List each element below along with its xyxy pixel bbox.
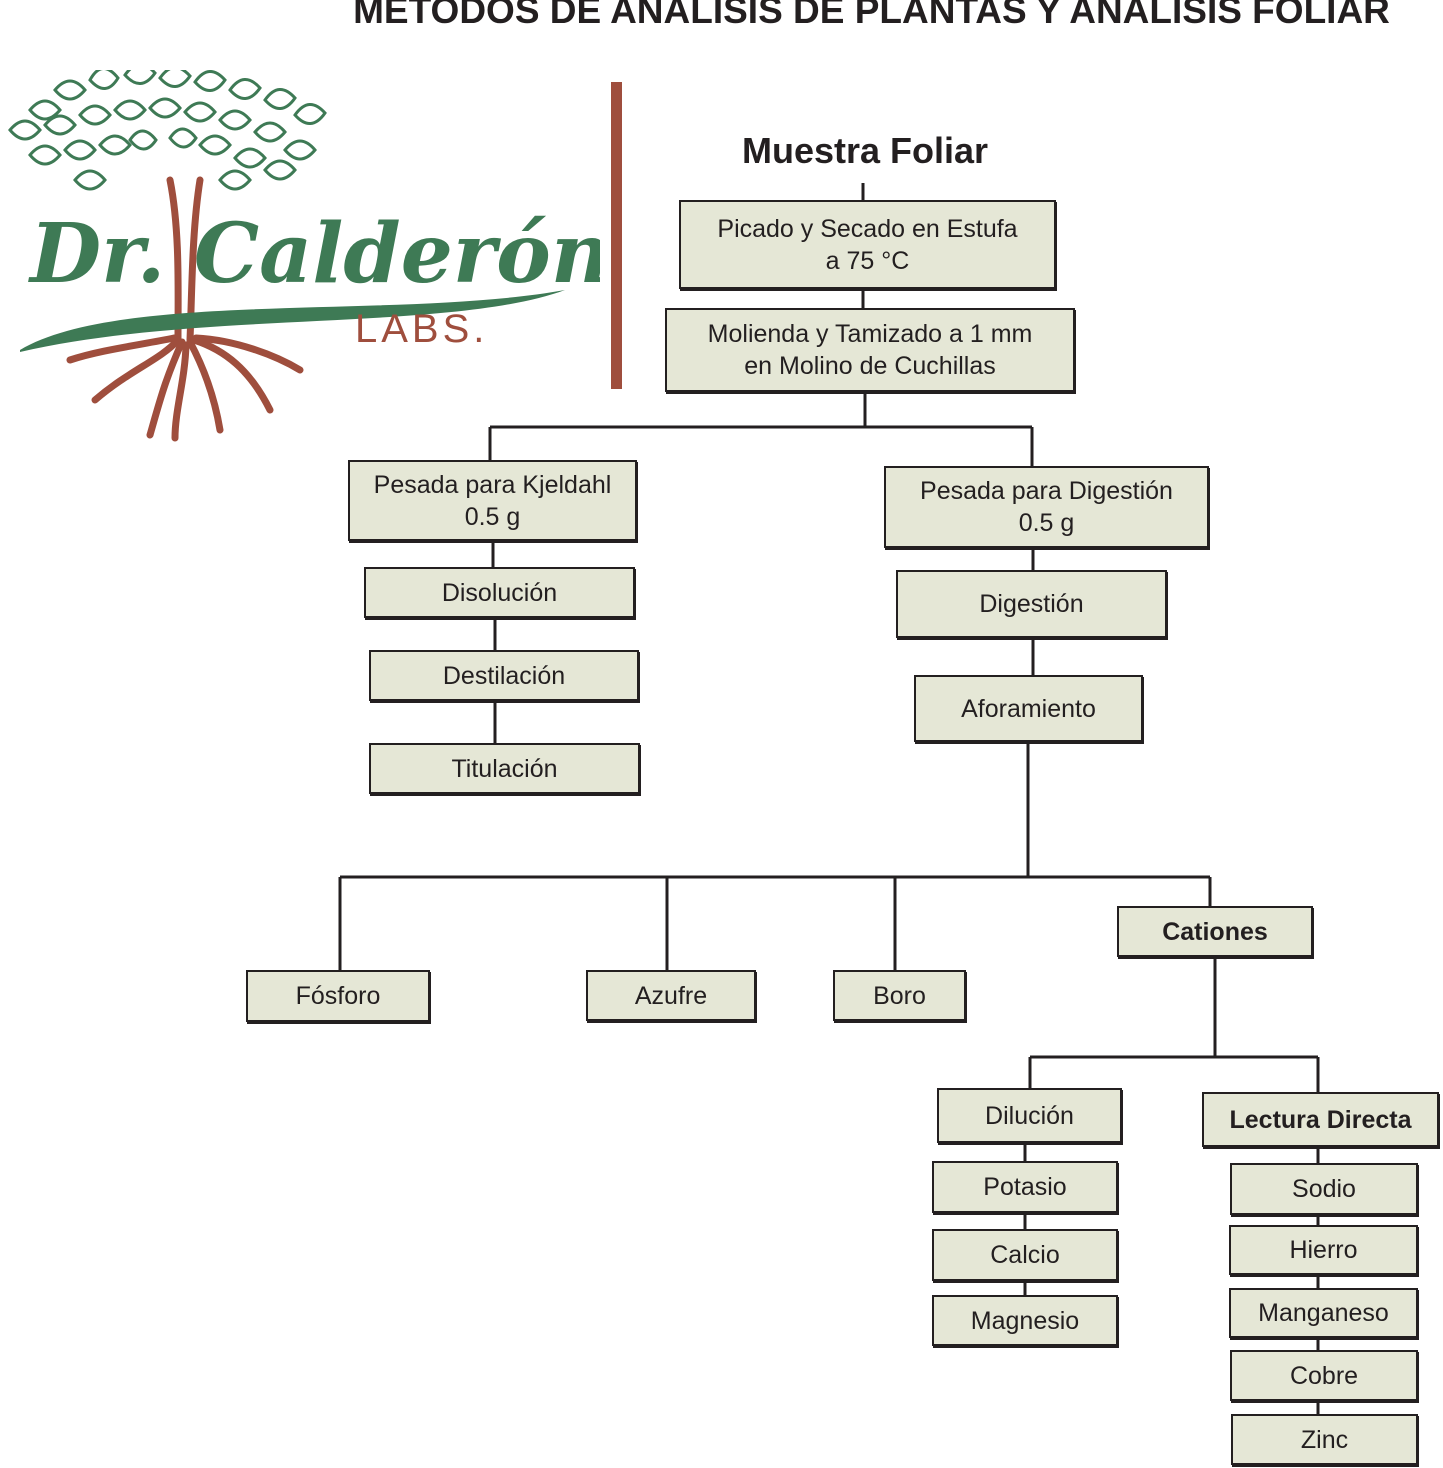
node-magnesio: Magnesio — [932, 1295, 1118, 1346]
node-calcio: Calcio — [932, 1229, 1118, 1281]
tree-leaves-icon — [8, 70, 327, 191]
node-kjeldahl: Pesada para Kjeldahl 0.5 g — [348, 460, 637, 541]
node-disolucion: Disolución — [364, 567, 635, 618]
node-digestion-weigh: Pesada para Digestión 0.5 g — [884, 466, 1209, 548]
brand-swoosh — [20, 290, 565, 352]
node-digestion: Digestión — [896, 570, 1167, 638]
node-lectura-directa: Lectura Directa — [1202, 1092, 1439, 1147]
brand-name: Dr. Calderón — [28, 206, 600, 302]
node-sodio: Sodio — [1230, 1163, 1418, 1215]
node-picado: Picado y Secado en Estufa a 75 °C — [679, 200, 1056, 289]
node-azufre: Azufre — [586, 970, 756, 1021]
node-cobre: Cobre — [1230, 1350, 1418, 1401]
node-manganeso: Manganeso — [1229, 1288, 1418, 1338]
brand-sub: LABS. — [355, 307, 488, 351]
root-label: Muestra Foliar — [741, 130, 989, 171]
node-potasio: Potasio — [932, 1161, 1118, 1213]
node-hierro: Hierro — [1229, 1225, 1418, 1275]
node-molienda: Molienda y Tamizado a 1 mm en Molino de … — [665, 308, 1075, 392]
node-dilucion: Dilución — [937, 1088, 1122, 1143]
page-title: METODOS DE ANALISIS DE PLANTAS Y ANALISI… — [353, 0, 1390, 31]
node-cationes: Cationes — [1117, 906, 1313, 957]
node-zinc: Zinc — [1231, 1414, 1418, 1465]
node-titulacion: Titulación — [369, 743, 640, 794]
node-fosforo: Fósforo — [246, 970, 430, 1022]
node-boro: Boro — [833, 970, 966, 1021]
divider-bar — [611, 82, 622, 389]
node-destilacion: Destilación — [369, 650, 639, 701]
node-aforamiento: Aforamiento — [914, 675, 1143, 742]
dr-calderon-logo: Dr. Calderón LABS. — [8, 70, 600, 442]
